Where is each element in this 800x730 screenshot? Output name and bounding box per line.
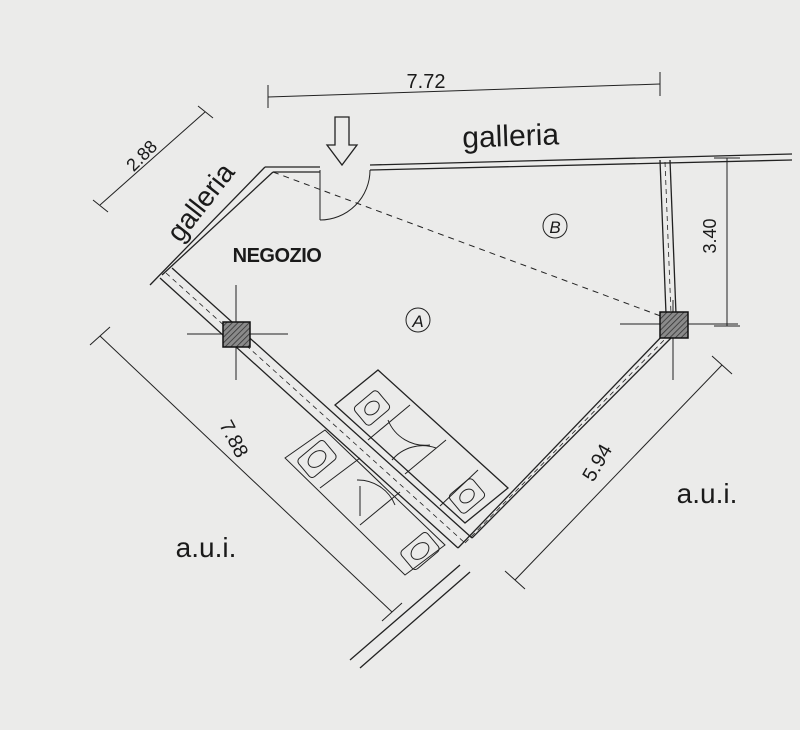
entrance-door <box>319 169 371 221</box>
entrance-arrow-icon <box>325 116 359 167</box>
dimension-lower-left-label: 7.88 <box>214 417 252 462</box>
other-unit-left-label: a.u.i. <box>176 532 237 563</box>
toilet-icon <box>400 532 440 570</box>
toilet-block <box>284 369 509 576</box>
dimension-top-label: 7.72 <box>407 71 446 93</box>
toilet-icon <box>448 478 486 514</box>
wall-lower-right <box>457 331 678 549</box>
wall-right-partition <box>659 159 677 315</box>
wall-left-corridor <box>149 166 274 286</box>
wall-lower-left <box>159 267 473 549</box>
shop-label: NEGOZIO <box>233 245 322 267</box>
zone-b-marker: B <box>542 213 568 239</box>
toilet-icon <box>353 390 391 426</box>
column-left <box>187 285 288 380</box>
toilet-icon <box>297 440 337 478</box>
zone-b-label: B <box>549 218 560 237</box>
zone-a-marker: A <box>405 307 431 333</box>
zone-division-line <box>272 171 667 319</box>
wall-outer-bottom <box>349 564 471 669</box>
other-unit-right-label: a.u.i. <box>677 478 738 509</box>
dimension-lower-left: 7.88 <box>89 326 403 622</box>
dimension-left-short-label: 2.88 <box>122 136 161 175</box>
wall-top-corridor <box>265 153 793 173</box>
dimension-right-vertical: 3.40 <box>700 157 740 327</box>
dimension-lower-right-label: 5.94 <box>579 441 618 486</box>
dimension-top: 7.72 <box>267 71 661 108</box>
zone-a-label: A <box>411 312 423 331</box>
dimension-right-vertical-label: 3.40 <box>700 218 720 253</box>
column-right <box>620 300 738 380</box>
corridor-top-label: galleria <box>462 118 560 154</box>
